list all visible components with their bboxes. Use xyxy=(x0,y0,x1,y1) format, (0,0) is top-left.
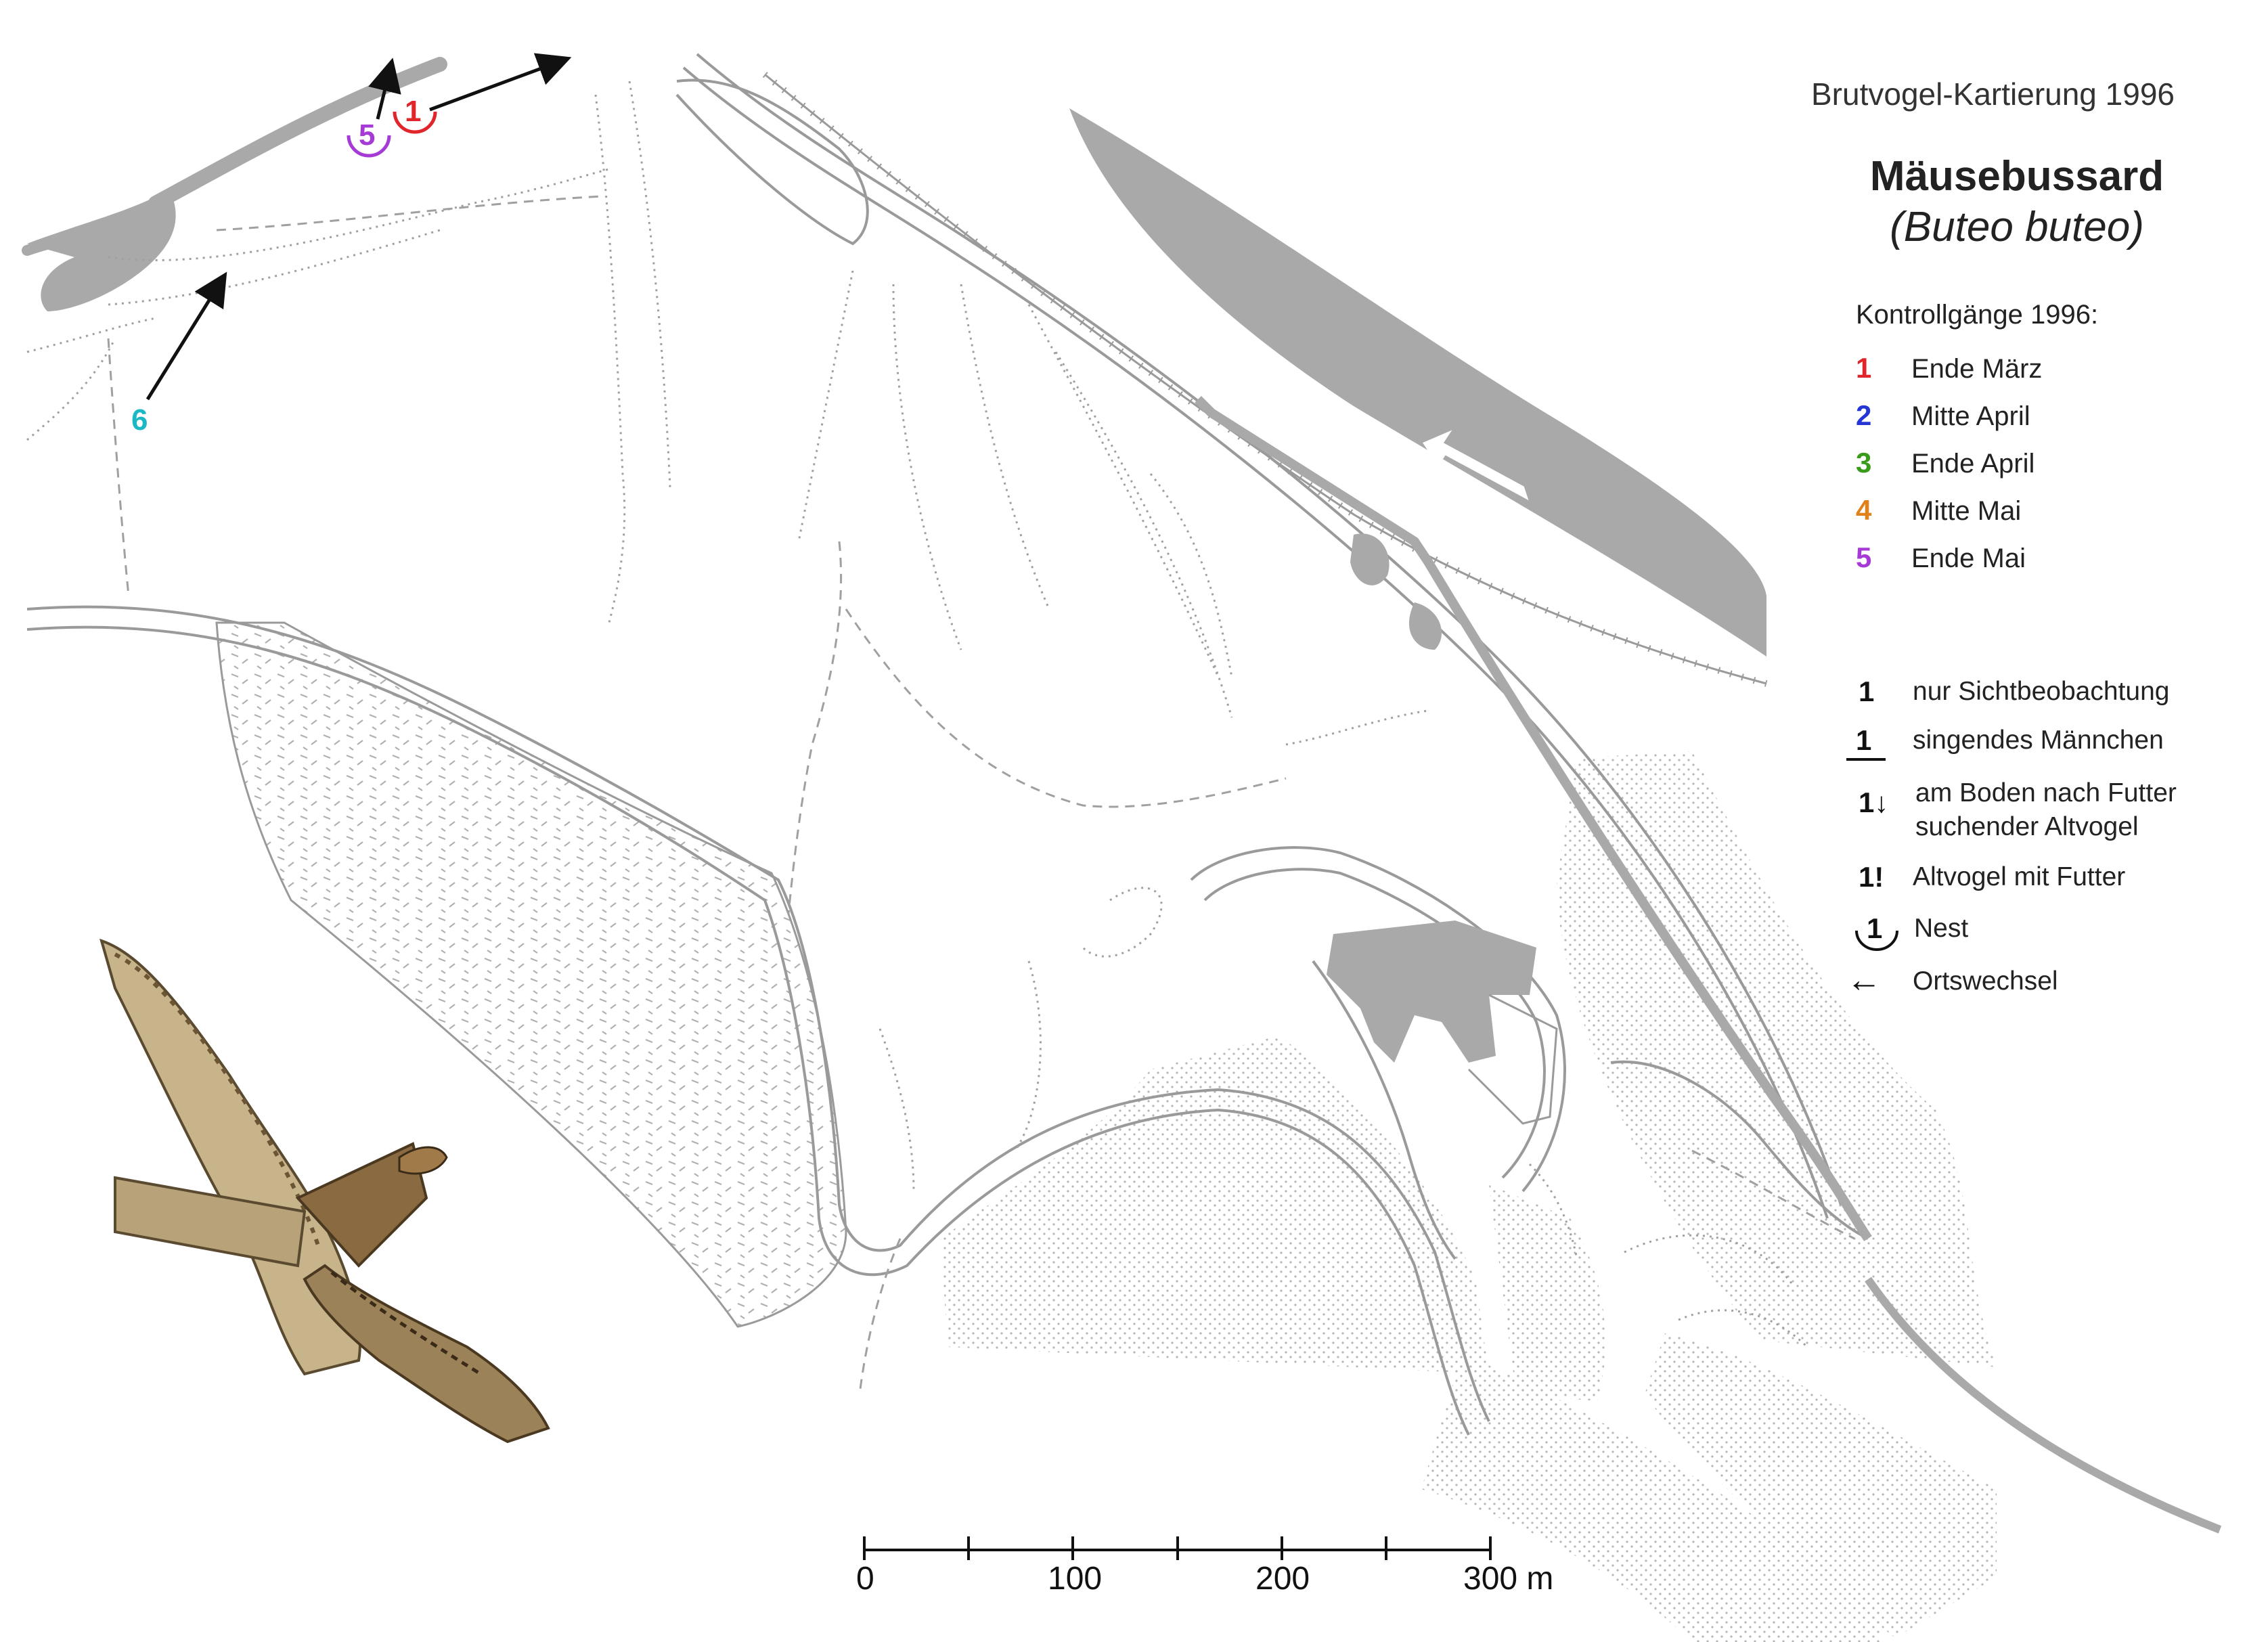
underlined-number-icon: 1 xyxy=(1846,724,1886,761)
legend-label: nur Sichtbeobachtung xyxy=(1913,677,2170,706)
river xyxy=(1069,108,1766,657)
dotted-area-3 xyxy=(1557,751,1997,1367)
visit-label: Mitte April xyxy=(1911,401,2030,431)
legend-label: Nest xyxy=(1914,914,1969,943)
building-outline xyxy=(1467,994,1558,1125)
visit-label: Ende Mai xyxy=(1911,543,2026,573)
scale-label-100: 100 xyxy=(1048,1561,1103,1597)
scale-label-200: 200 xyxy=(1255,1561,1310,1597)
visit-number: 2 xyxy=(1856,399,1872,431)
legend-label: Altvogel mit Futter xyxy=(1913,862,2126,891)
arrow-from-1 xyxy=(429,53,572,112)
stream-left xyxy=(22,211,161,256)
number-exclamation-icon: 1! xyxy=(1859,861,1884,893)
species-latin-name: (Buteo buteo) xyxy=(1890,204,2144,250)
visit-number: 1 xyxy=(1856,352,1872,384)
footpaths xyxy=(107,195,1855,1395)
dotted-area-4 xyxy=(1645,1333,1997,1638)
map-marker-6: 6 xyxy=(131,403,148,437)
scale-label-300: 300 m xyxy=(1463,1561,1554,1597)
legend-label: singendes Männchen xyxy=(1913,726,2164,755)
survey-title: Brutvogel-Kartierung 1996 xyxy=(1811,76,2175,112)
visit-label: Mitte Mai xyxy=(1911,496,2022,526)
building-complex xyxy=(1327,920,1536,1063)
pond-2 xyxy=(1408,602,1442,650)
meadow-area xyxy=(215,621,847,1328)
nest-number: 1 xyxy=(1867,912,1883,944)
map-marker-5: 5 xyxy=(359,118,376,152)
dotted-area-2 xyxy=(1421,1354,1882,1642)
legend-label-line2: suchender Altvogel xyxy=(1915,812,2139,841)
canal xyxy=(1195,396,1872,1241)
nest-arc-glyph xyxy=(1855,930,1898,951)
arrow-from-6 xyxy=(146,271,227,401)
arrow-from-5 xyxy=(368,58,401,120)
species-name: Mäusebussard xyxy=(1869,153,2164,200)
scale-label-0: 0 xyxy=(856,1561,874,1597)
river-flow-arrow xyxy=(1423,430,1529,501)
stream-upper-left xyxy=(148,57,447,210)
dotted-area-5 xyxy=(1489,1184,1605,1401)
visit-number: 5 xyxy=(1856,541,1872,573)
railway xyxy=(762,72,1768,687)
species-block: Mäusebussard (Buteo buteo) xyxy=(1827,152,2206,251)
slope-hachures xyxy=(26,81,1808,1348)
number-down-arrow-icon: 1↓ xyxy=(1859,786,1889,818)
visit-number: 3 xyxy=(1856,447,1872,479)
path-network xyxy=(26,53,1869,1436)
visit-row-5: 5 Ende Mai xyxy=(1856,541,2026,574)
visit-row-2: 2 Mitte April xyxy=(1856,399,2030,432)
legend-label: am Boden nach Futter xyxy=(1915,778,2177,807)
visit-row-4: 4 Mitte Mai xyxy=(1856,494,2021,527)
nest-arc-5 xyxy=(347,135,391,158)
visit-label: Ende März xyxy=(1911,354,2043,384)
movement-arrows xyxy=(146,53,572,401)
visit-row-1: 1 Ende März xyxy=(1856,352,2042,384)
scale-bar xyxy=(863,1536,1492,1560)
nest-arc-1 xyxy=(393,111,437,134)
visits-heading: Kontrollgänge 1996: xyxy=(1856,300,2099,330)
visit-number: 4 xyxy=(1856,494,1872,526)
pond-1 xyxy=(1350,533,1389,585)
visit-row-3: 3 Ende April xyxy=(1856,447,2034,479)
arrow-left-icon: ← xyxy=(1846,960,1882,1000)
dotted-area-1 xyxy=(941,1036,1489,1374)
plain-number-icon: 1 xyxy=(1859,675,1875,707)
canal-lower xyxy=(1865,1277,2222,1534)
map-marker-1: 1 xyxy=(405,95,422,128)
nest-arc-icon: 1 xyxy=(1855,912,1928,951)
buzzard-illustration xyxy=(99,938,550,1444)
visit-label: Ende April xyxy=(1911,449,2035,479)
legend-label: Ortswechsel xyxy=(1913,967,2058,996)
